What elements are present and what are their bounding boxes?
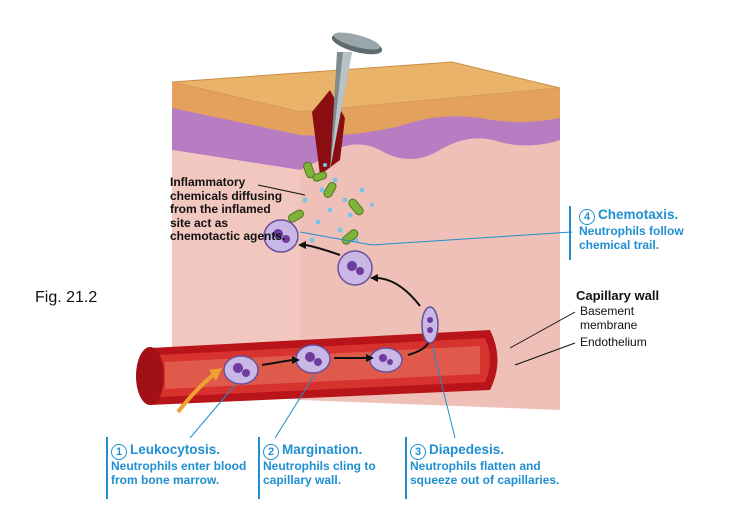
step-description: Neutrophils cling to capillary wall.: [263, 459, 376, 487]
basement-membrane-label: Basement membrane: [580, 304, 638, 332]
skin-front-face: [172, 150, 300, 400]
step-number: 3: [410, 444, 426, 460]
step-title: Diapedesis.: [429, 442, 505, 457]
step-title: Margination.: [282, 442, 363, 457]
skin-right-face: [300, 88, 560, 410]
step-description: Neutrophils follow chemical trail.: [579, 224, 684, 252]
step-number: 1: [111, 444, 127, 460]
figure-label: Fig. 21.2: [35, 289, 98, 306]
movement-arrows: [261, 244, 429, 366]
inflammatory-chemicals-label: Inflammatory chemicals diffusing from th…: [170, 175, 286, 243]
step-title: Chemotaxis.: [598, 207, 679, 222]
step-description: Neutrophils enter blood from bone marrow…: [111, 459, 247, 487]
step-title: Leukocytosis.: [130, 442, 221, 457]
step2-bar: [258, 437, 260, 499]
step1-bar: [106, 437, 108, 499]
nail-icon: [330, 32, 383, 170]
step3-bar: [405, 437, 407, 499]
entry-arrow: [176, 368, 222, 414]
step-number: 4: [579, 209, 595, 225]
capillary-wall-title: Capillary wall: [576, 288, 660, 303]
step4-bar: [569, 206, 571, 260]
endothelium-label: Endothelium: [580, 335, 647, 349]
step-number: 2: [263, 444, 279, 460]
leader-lines: [189, 184, 576, 439]
step-description: Neutrophils flatten and squeeze out of c…: [410, 459, 560, 487]
